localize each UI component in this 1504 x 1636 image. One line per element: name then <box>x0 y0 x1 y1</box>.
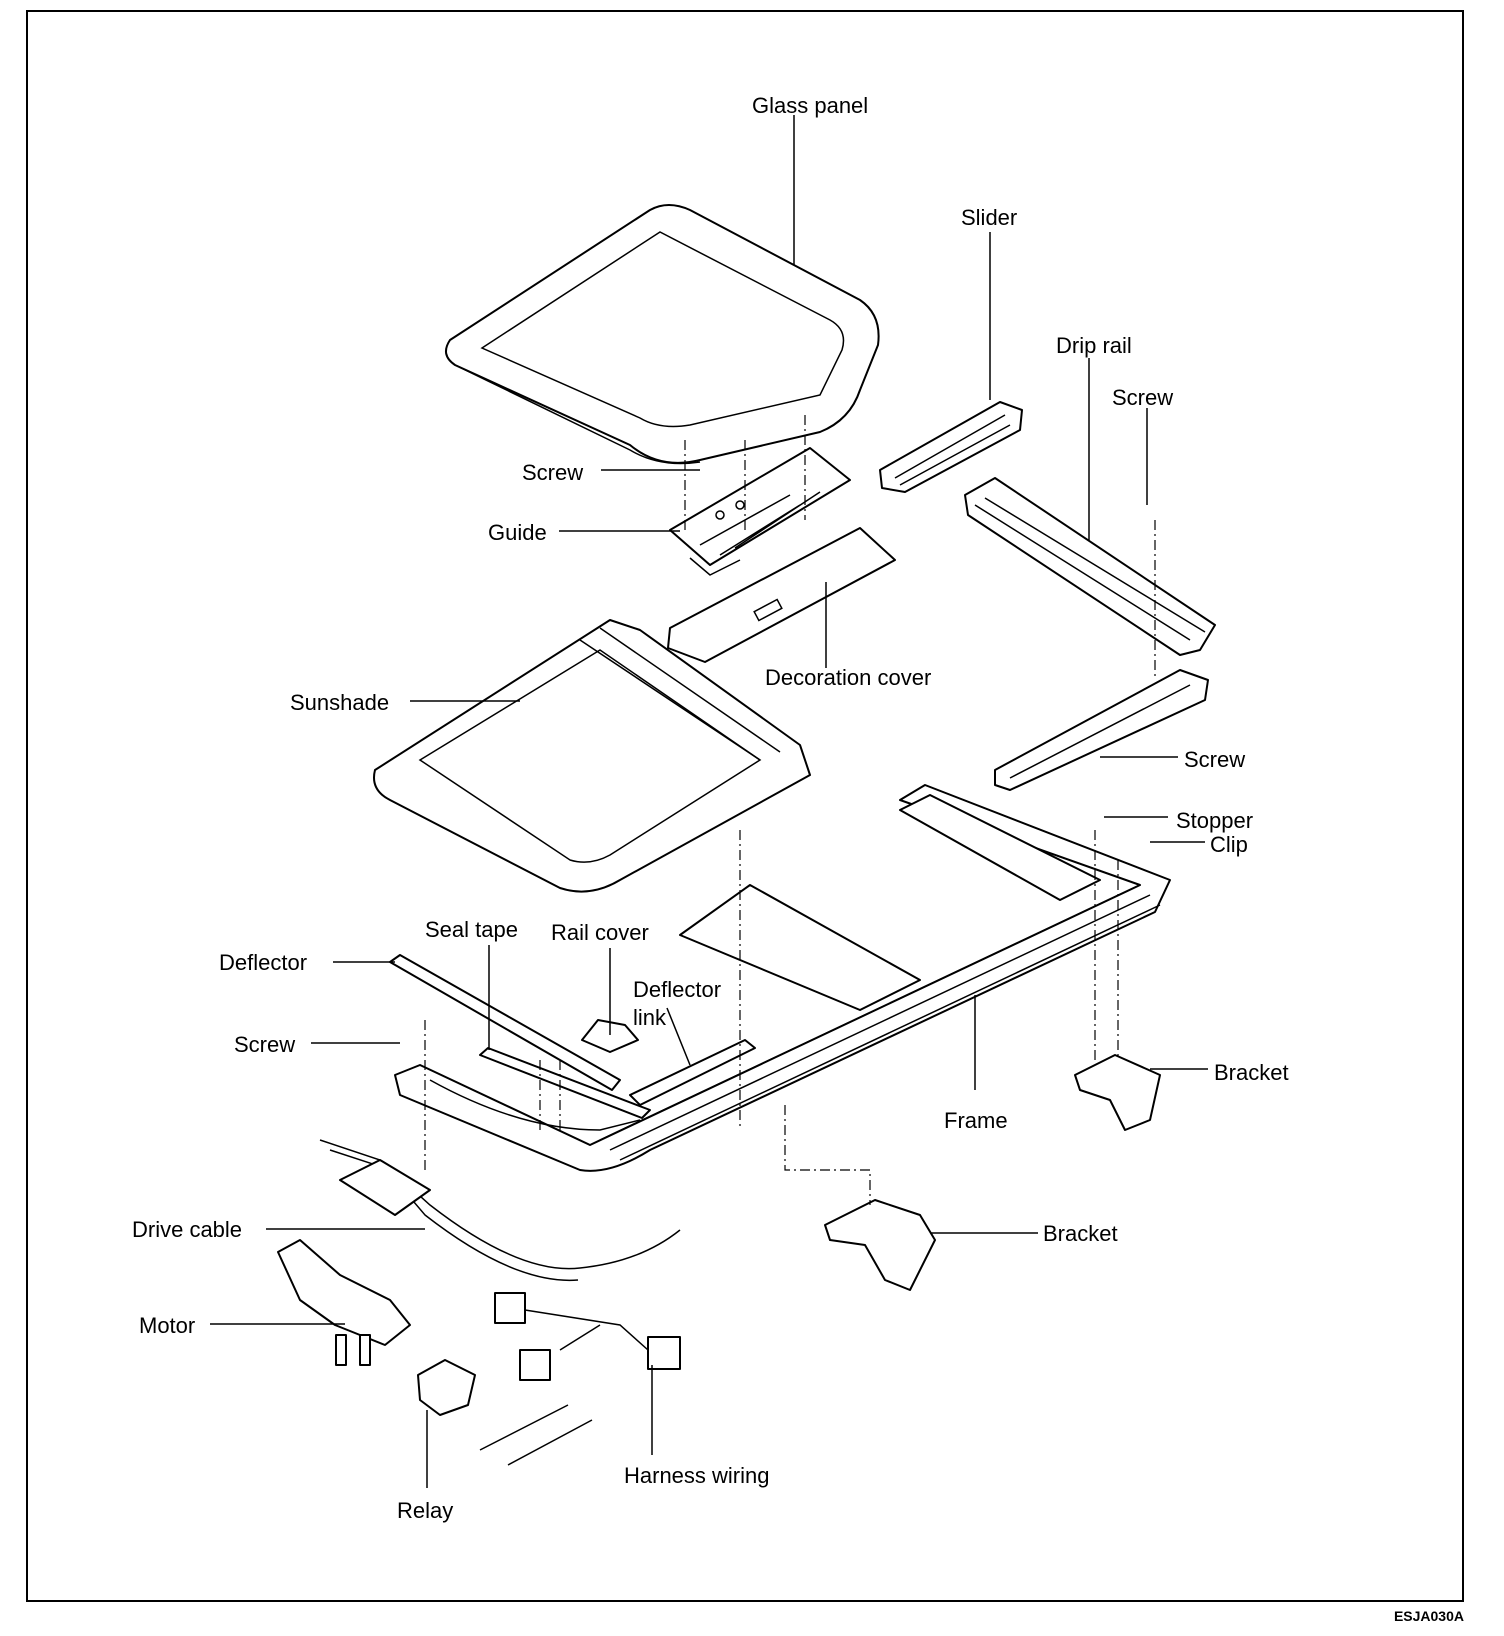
label-deflector: Deflector <box>219 950 307 975</box>
label-seal-tape: Seal tape <box>425 917 518 942</box>
label-decoration-cover: Decoration cover <box>765 665 931 690</box>
sunshade-part <box>373 619 811 893</box>
decoration-cover-part <box>667 527 896 663</box>
label-screw-right-mid: Screw <box>1184 747 1245 772</box>
rear-rail-part <box>994 669 1209 791</box>
slider-part <box>879 401 1023 493</box>
motor-part <box>277 1239 411 1366</box>
deflector-link-part <box>629 1039 756 1106</box>
label-bracket-right: Bracket <box>1214 1060 1289 1085</box>
relay-part <box>417 1359 476 1416</box>
label-screw-top: Screw <box>522 460 583 485</box>
label-rail-cover: Rail cover <box>551 920 649 945</box>
label-slider: Slider <box>961 205 1017 230</box>
label-drive-cable: Drive cable <box>132 1217 242 1242</box>
label-motor: Motor <box>139 1313 195 1338</box>
drip-rail-part <box>964 477 1216 656</box>
label-screw-left: Screw <box>234 1032 295 1057</box>
rail-cover-part <box>581 1019 639 1053</box>
label-glass-panel: Glass panel <box>752 93 868 118</box>
bracket-bottom-part <box>824 1199 936 1291</box>
label-stopper: Stopper <box>1176 808 1253 833</box>
label-relay: Relay <box>397 1498 453 1523</box>
label-deflector-link-line1: Deflector <box>633 977 721 1002</box>
label-drip-rail: Drip rail <box>1056 333 1132 358</box>
deflector-part <box>389 954 621 1091</box>
label-frame: Frame <box>944 1108 1008 1133</box>
label-bracket-bottom: Bracket <box>1043 1221 1118 1246</box>
drive-cable-part <box>319 1139 681 1282</box>
label-guide: Guide <box>488 520 547 545</box>
glass-panel-part <box>445 204 880 465</box>
label-deflector-link-line2: link <box>633 1005 667 1030</box>
figure-code: ESJA030A <box>1393 1608 1464 1624</box>
seal-tape-part <box>479 1047 651 1119</box>
label-clip: Clip <box>1210 832 1248 857</box>
bracket-right-part <box>1074 1054 1161 1131</box>
label-screw-right-top: Screw <box>1112 385 1173 410</box>
label-harness-wiring: Harness wiring <box>624 1463 770 1488</box>
label-sunshade: Sunshade <box>290 690 389 715</box>
harness-wiring-part <box>479 1292 681 1466</box>
diagram-border <box>26 10 1464 1602</box>
